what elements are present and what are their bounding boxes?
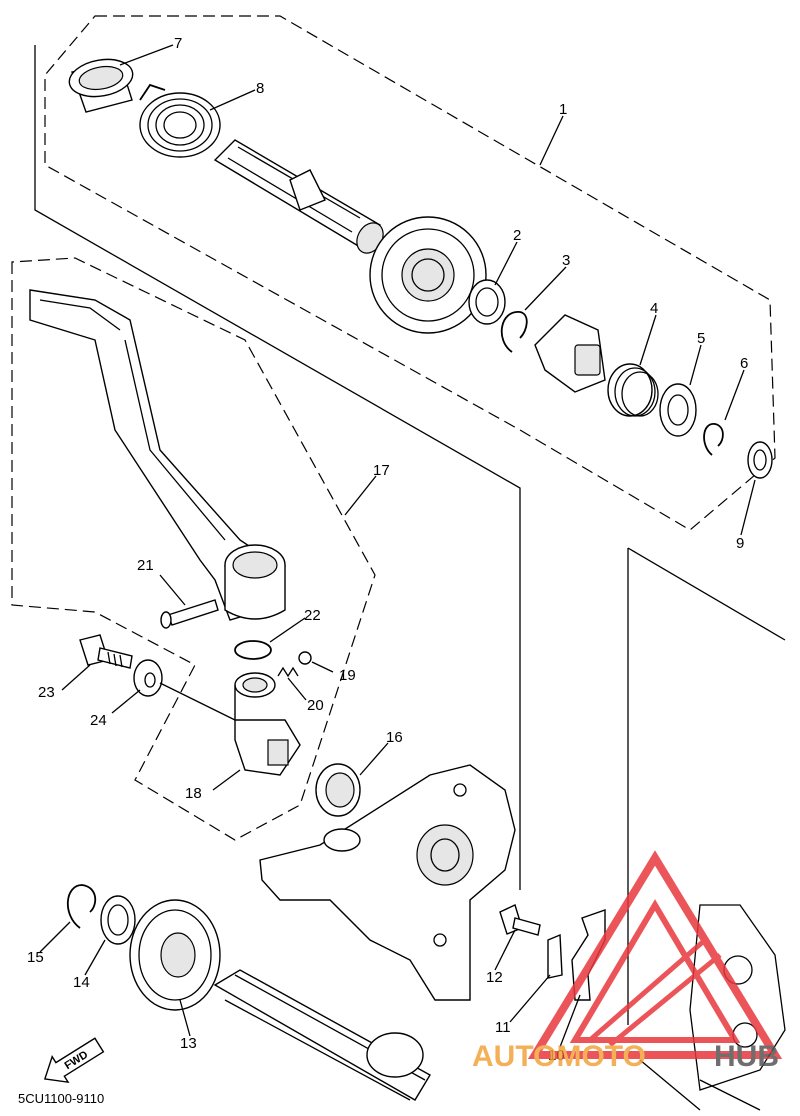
callout-15: 15 [27, 949, 44, 966]
lower-shaft [213, 969, 431, 1101]
callout-20: 20 [307, 697, 324, 714]
callout-24: 24 [90, 712, 107, 729]
leader-lines [39, 44, 756, 1048]
callout-14: 14 [73, 974, 90, 991]
torsion-spring-part-8 [139, 83, 221, 158]
fwd-direction-marker: FWD [43, 1037, 105, 1084]
ball-part-19 [298, 651, 312, 665]
callout-3: 3 [562, 252, 570, 269]
callout-17: 17 [373, 462, 390, 479]
callout-7: 7 [174, 35, 182, 52]
callout-13: 13 [180, 1035, 197, 1052]
callout-labels: 1 2 3 4 5 6 7 8 9 10 11 12 13 14 15 16 1… [27, 35, 748, 1064]
catalog-code: 5CU1100-9110 [18, 1091, 104, 1106]
assembly-17-outline [11, 257, 376, 841]
watermark-logo: AUTOMOTO HUB [472, 850, 783, 1073]
callout-19: 19 [339, 667, 356, 684]
callout-6: 6 [740, 355, 748, 372]
bolt-part-23 [79, 634, 133, 669]
callout-11: 11 [495, 1019, 511, 1036]
kick-boss-part-18 [234, 672, 301, 776]
callout-16: 16 [386, 729, 403, 746]
callout-12: 12 [486, 969, 503, 986]
washer-part-5 [659, 383, 697, 437]
collar-part-7 [68, 58, 134, 113]
washer-part-2 [468, 279, 506, 325]
o-ring-part-22 [234, 640, 272, 660]
circlip-part-6 [703, 423, 724, 456]
boundary-line-right [627, 547, 786, 1025]
idle-gear-part-13 [129, 899, 221, 1011]
leader-24-to-18 [159, 682, 236, 721]
bolt-part-21 [160, 599, 219, 629]
callout-2: 2 [513, 227, 521, 244]
crankcase-cover [259, 764, 516, 1001]
guide-part-11 [547, 933, 563, 979]
watermark-text-hub: HUB [714, 1040, 779, 1073]
oil-seal-part-16 [315, 763, 361, 817]
washer-part-14 [100, 895, 136, 945]
callout-21: 21 [137, 557, 154, 574]
callout-18: 18 [185, 785, 202, 802]
callout-22: 22 [304, 607, 321, 624]
washer-part-24 [133, 659, 163, 697]
callout-5: 5 [697, 330, 705, 347]
kick-gear-upper [369, 216, 487, 334]
callout-8: 8 [256, 80, 264, 97]
spring-part-4 [607, 363, 659, 417]
callout-4: 4 [650, 300, 658, 317]
watermark-text-automoto: AUTOMOTO [472, 1040, 646, 1073]
assembly-1-outline [44, 15, 776, 531]
washer-part-9 [747, 441, 773, 479]
circlip-part-3 [500, 311, 528, 353]
circlip-part-15 [66, 884, 97, 929]
spring-part-20 [277, 666, 299, 678]
kick-shaft-upper [213, 139, 384, 254]
kick-lever [29, 289, 286, 621]
bolt-part-12 [499, 904, 541, 936]
callout-9: 9 [736, 535, 744, 552]
callout-23: 23 [38, 684, 55, 701]
callout-1: 1 [559, 101, 567, 118]
ratchet-wheel [534, 314, 606, 393]
boundary-line-left [34, 45, 521, 890]
